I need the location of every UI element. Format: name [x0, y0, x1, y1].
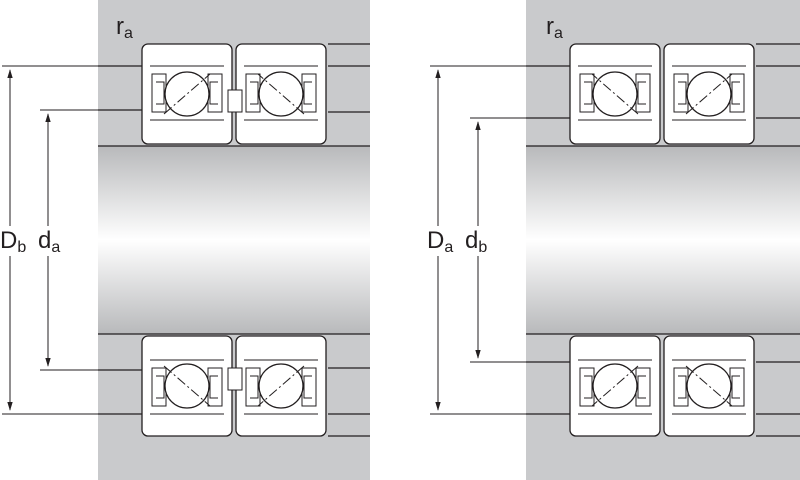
right-diagram: Da db ra	[426, 0, 800, 480]
left-diagram: Db da ra	[0, 0, 370, 480]
left-outer-dim-label: Db	[0, 227, 26, 256]
left-shaft	[98, 146, 370, 334]
right-fillet-label: ra	[546, 13, 563, 42]
right-shaft	[526, 146, 800, 334]
left-fillet-label: ra	[116, 13, 133, 42]
left-upper-bearing-pair	[141, 43, 326, 145]
left-lower-bearing-pair	[141, 335, 326, 437]
right-outer-dim-label: Da	[427, 227, 453, 256]
right-inner-dim-label: db	[465, 227, 487, 256]
left-inner-dim-label: da	[38, 227, 60, 256]
